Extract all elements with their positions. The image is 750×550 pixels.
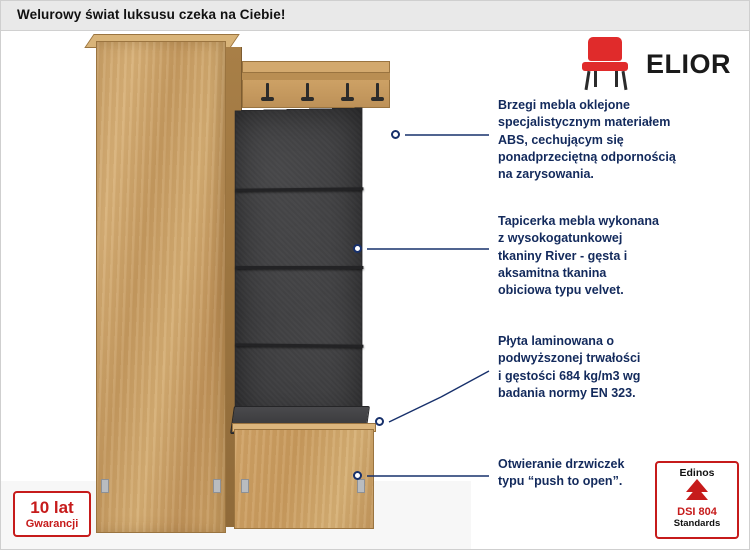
top-shelf [242,61,390,73]
warranty-label: Gwarancji [25,517,79,530]
warranty-years: 10 lat [30,497,74,517]
coat-hook-icon [371,83,384,101]
callout-dot-laminated-board [375,417,384,426]
furniture-leg [213,479,221,493]
annotation-upholstery: Tapicerka mebla wykonana z wysokogatunko… [498,214,659,297]
top-shelf-front [242,73,390,80]
wardrobe-cabinet [96,41,226,533]
header-banner: Welurowy świat luksusu czeka na Ciebie! [1,1,749,31]
wood-grain-texture [235,430,373,528]
edinos-certificate-badge: Edinos DSI 804 Standards [655,461,739,539]
brand-wordmark: ELIOR [645,48,731,79]
annotation-laminated-board: Płyta laminowana o podwyższonej trwałośc… [498,334,641,400]
coat-hook-icon [261,83,274,101]
coat-hook-icon [301,83,314,101]
furniture-leg [101,479,109,493]
edinos-standards: Standards [673,518,721,529]
brand-logo: ELIOR [578,37,731,91]
coat-hook-icon [341,83,354,101]
wood-grain-texture [97,42,225,532]
callout-dot-abs-edges [391,130,400,139]
red-chair-icon [578,37,634,91]
callout-dot-push-to-open [353,471,362,480]
bench-cabinet [234,429,374,529]
furniture-leg [357,479,365,493]
product-photo [1,31,471,549]
headline-text: Welurowy świat luksusu czeka na Ciebie! [17,7,286,22]
annotation-push-to-open: Otwieranie drzwiczek typu “push to open”… [498,457,625,489]
warranty-badge: 10 lat Gwarancji [13,491,91,537]
edinos-code: DSI 804 [677,506,717,518]
callout-dot-upholstery [353,244,362,253]
tree-logo-icon [657,479,737,505]
furniture-leg [241,479,249,493]
edinos-brand: Edinos [679,467,715,479]
annotation-abs-edges: Brzegi mebla oklejone specjalistycznym m… [498,98,676,181]
